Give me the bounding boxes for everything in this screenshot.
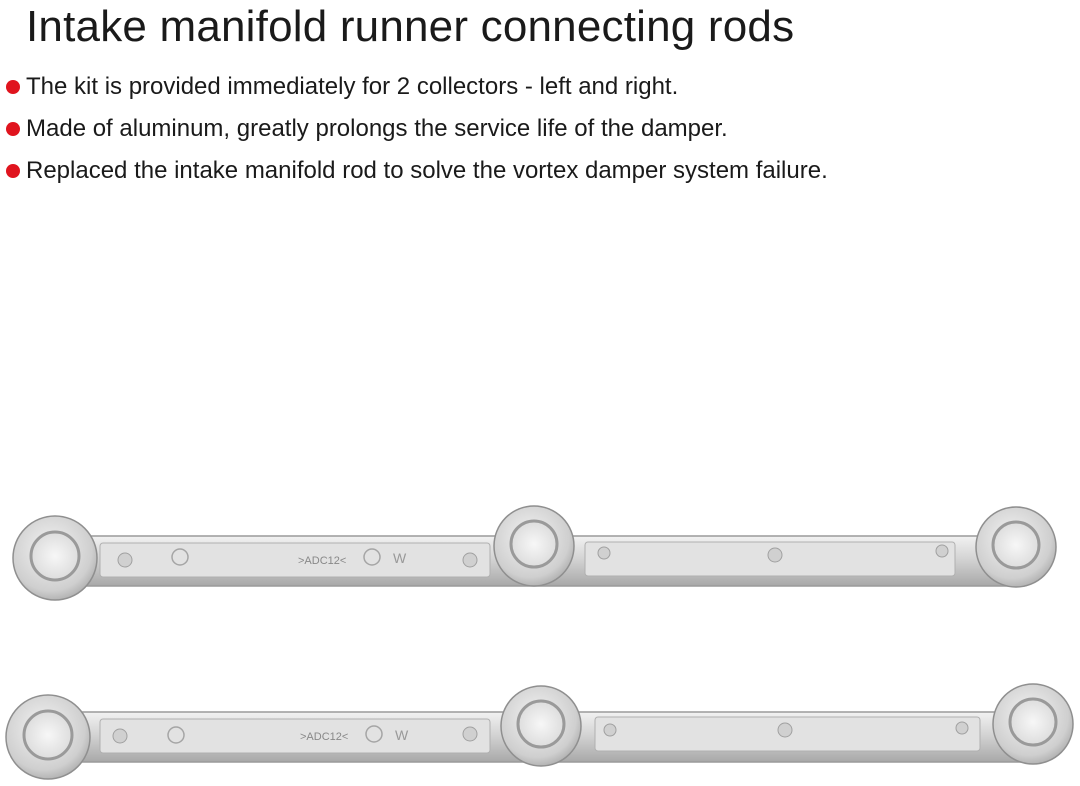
feature-item: The kit is provided immediately for 2 co… <box>6 66 828 108</box>
page-title: Intake manifold runner connecting rods <box>26 2 795 51</box>
connecting-rod: >ADC12< W <box>5 683 1074 780</box>
feature-text: Made of aluminum, greatly prolongs the s… <box>26 115 728 142</box>
feature-list: The kit is provided immediately for 2 co… <box>6 66 828 192</box>
svg-text:W: W <box>393 550 407 566</box>
feature-item: Replaced the intake manifold rod to solv… <box>6 150 828 192</box>
rod-marking: >ADC12< <box>300 731 348 743</box>
bullet-dot-icon <box>6 80 20 94</box>
feature-text: The kit is provided immediately for 2 co… <box>26 73 679 100</box>
feature-text: Replaced the intake manifold rod to solv… <box>26 157 828 184</box>
connecting-rod: >ADC12< W <box>12 505 1057 601</box>
svg-text:W: W <box>395 727 409 743</box>
bullet-dot-icon <box>6 164 20 178</box>
feature-item: Made of aluminum, greatly prolongs the s… <box>6 108 828 150</box>
bullet-dot-icon <box>6 122 20 136</box>
rod-marking: >ADC12< <box>298 555 346 567</box>
product-image-connecting-rods: >ADC12< W >ADC12< W <box>5 505 1074 780</box>
